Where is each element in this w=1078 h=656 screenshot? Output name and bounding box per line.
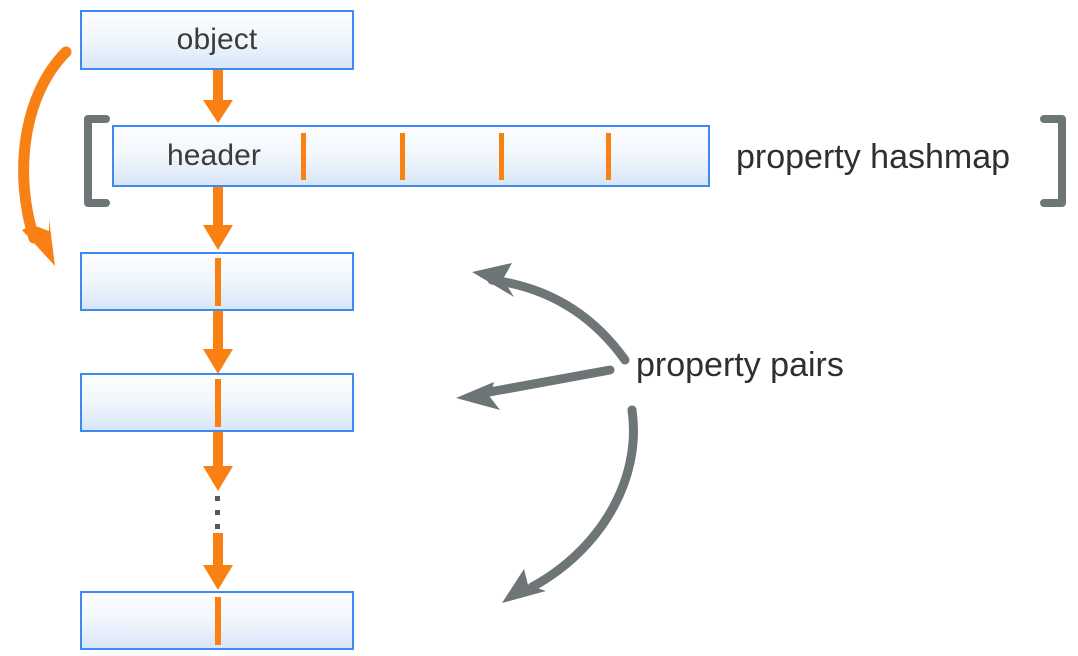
hashmap-right-bracket bbox=[1040, 115, 1066, 207]
pair2-to-ellipsis-arrow bbox=[203, 432, 233, 491]
pair2-chain-line bbox=[215, 379, 221, 427]
pair1-chain-line bbox=[215, 258, 221, 306]
property-pairs-arrow-middle bbox=[456, 365, 615, 410]
property-pairs-arrow-lower bbox=[502, 405, 638, 603]
hashmap-slot-divider-1 bbox=[301, 133, 306, 180]
pair1-to-pair2-arrow bbox=[203, 311, 233, 374]
hashmap-slot-divider-4 bbox=[606, 133, 611, 180]
object-box[interactable]: object bbox=[80, 10, 354, 70]
ellipsis-to-last-pair-arrow bbox=[203, 533, 233, 590]
object-box-label: object bbox=[176, 23, 258, 56]
header-box[interactable]: header bbox=[112, 125, 710, 187]
property-hashmap-label: property hashmap bbox=[736, 138, 1011, 176]
hashmap-slot-divider-3 bbox=[499, 133, 504, 180]
property-pairs-arrow-upper bbox=[472, 263, 630, 365]
object-to-header-arrow bbox=[203, 70, 233, 123]
last-pair-chain-line bbox=[215, 597, 221, 645]
header-to-pair1-arrow bbox=[203, 187, 233, 250]
ellipsis-dot-1 bbox=[215, 496, 220, 501]
ellipsis-dot-2 bbox=[215, 510, 220, 515]
header-box-label: header bbox=[166, 139, 261, 172]
hashmap-slot-divider-2 bbox=[400, 133, 405, 180]
chain-ellipsis bbox=[215, 496, 220, 529]
property-pairs-label: property pairs bbox=[636, 346, 844, 384]
hashmap-left-bracket bbox=[84, 115, 110, 207]
ellipsis-dot-3 bbox=[215, 524, 220, 529]
